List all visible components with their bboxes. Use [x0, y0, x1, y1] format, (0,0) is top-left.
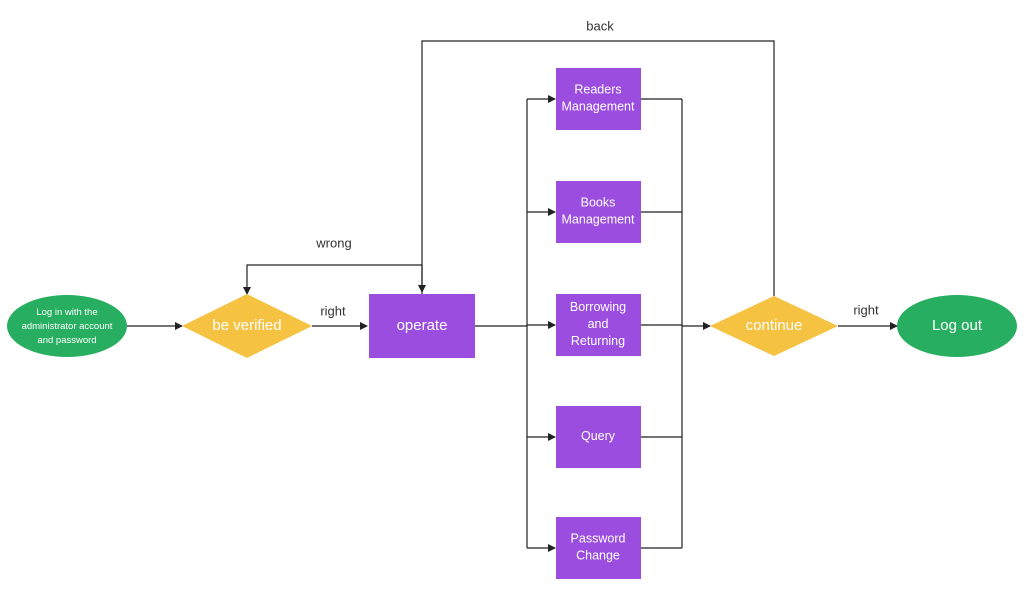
continue-decision-label: continue [746, 317, 803, 334]
start-node-label: Log in with the administrator account and … [22, 307, 113, 346]
operate-label-line: operate [397, 317, 448, 334]
query-label-line: Query [581, 429, 616, 443]
edge-label-right-continue: right [853, 302, 879, 317]
edge-label-back: back [586, 18, 614, 33]
start-node-shape [7, 295, 127, 357]
books-label-line: Books [581, 196, 616, 210]
verify-decision-shape [182, 294, 312, 358]
logout-node: Log out [897, 295, 1017, 357]
query-node: Query [556, 406, 641, 468]
borrowing-returning-shape [556, 294, 641, 356]
operate-node: operate [369, 294, 475, 358]
edge-label-wrong: wrong [315, 235, 351, 250]
password-label-line: Change [576, 549, 620, 563]
edges [127, 40, 898, 552]
borrowing-label-line: and [588, 317, 609, 331]
borrowing-label-line: Borrowing [570, 300, 626, 314]
verify-decision-label: be verified [212, 317, 281, 334]
logout-label-line: Log out [932, 317, 983, 334]
verify-decision: be verified [182, 294, 312, 358]
continue-decision-shape [710, 296, 838, 356]
verify-label-line: be verified [212, 317, 281, 334]
readers-management-shape [556, 68, 641, 130]
edge-label-right-verify: right [320, 303, 346, 318]
start-label-line: Log in with the [36, 307, 97, 318]
logout-node-shape [897, 295, 1017, 357]
start-label-line: administrator account [22, 321, 113, 332]
query-shape [556, 406, 641, 468]
password-change-shape [556, 517, 641, 579]
readers-label-line: Readers [574, 83, 621, 97]
books-management-shape [556, 181, 641, 243]
edge-wrong-loop [243, 264, 423, 295]
start-label-line: and password [37, 335, 96, 346]
logout-node-label: Log out [932, 317, 983, 334]
query-label: Query [581, 429, 616, 443]
borrowing-label-line: Returning [571, 334, 625, 348]
start-node: Log in with the administrator account and … [7, 295, 127, 357]
operate-node-label: operate [397, 317, 448, 334]
edge-back-loop [418, 40, 775, 296]
readers-label-line: Management [562, 100, 635, 114]
continue-decision: continue [710, 296, 838, 356]
continue-label-line: continue [746, 317, 803, 334]
password-label-line: Password [571, 532, 626, 546]
operate-node-shape [369, 294, 475, 358]
books-label-line: Management [562, 213, 635, 227]
